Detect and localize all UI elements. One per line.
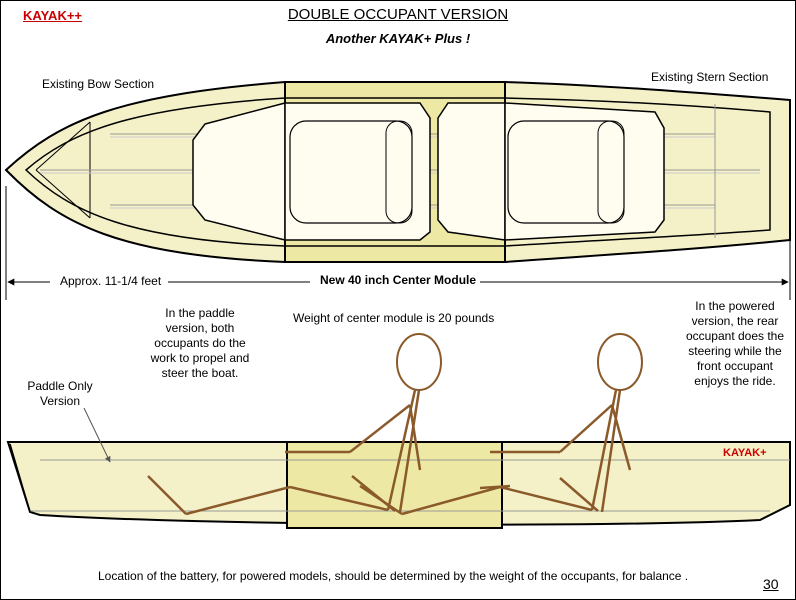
bow-section-label: Existing Bow Section (42, 77, 155, 91)
paddle-only-label: Paddle Only Version (27, 379, 93, 408)
length-label: Approx. 11-1/4 feet (60, 274, 162, 288)
rear-paddler-figure (359, 333, 643, 516)
top-view-cockpits (192, 102, 665, 241)
front-paddler-figure (147, 333, 442, 516)
side-view-hull (6, 407, 791, 529)
kayak-logo: KAYAK++ (23, 8, 83, 23)
stern-section-label: Existing Stern Section (651, 70, 769, 84)
weight-note: Weight of center module is 20 pounds (293, 311, 495, 325)
battery-note: Location of the battery, for powered mod… (98, 569, 689, 583)
page-number: 30 (763, 576, 779, 592)
page-subtitle: Another KAYAK+ Plus ! (325, 31, 471, 46)
hull-kayak-stamp: KAYAK+ (723, 447, 767, 459)
page-title: DOUBLE OCCUPANT VERSION (287, 6, 509, 23)
powered-version-note: In the powered version, the rear occupan… (685, 299, 785, 388)
center-module-label: New 40 inch Center Module (320, 273, 477, 287)
paddle-version-note: In the paddle version, both occupants do… (150, 306, 250, 380)
length-dimension (5, 186, 791, 300)
